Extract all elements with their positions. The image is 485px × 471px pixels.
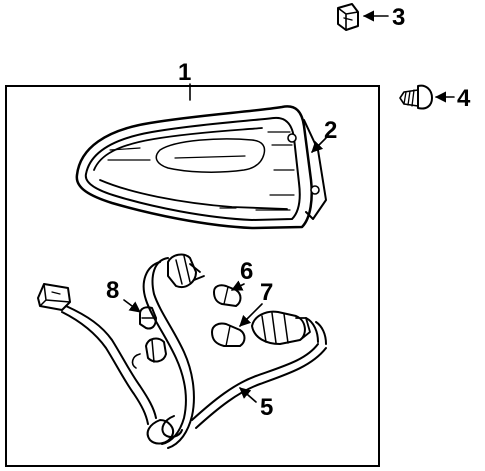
callout-1: 1 <box>178 59 191 86</box>
callout-3: 3 <box>392 4 405 31</box>
bulb-7 <box>211 322 246 347</box>
screw-hole-upper <box>287 133 297 143</box>
assembly-frame <box>5 85 380 467</box>
bulb-6 <box>213 284 242 307</box>
leader-7 <box>239 303 263 327</box>
wiring-harness <box>61 257 327 449</box>
retainer-clip <box>337 3 359 31</box>
callout-4: 4 <box>457 85 471 112</box>
callout-7: 7 <box>260 279 273 306</box>
bulb-8 <box>139 306 157 330</box>
screw-hole-lower <box>310 185 320 195</box>
callout-8: 8 <box>106 277 119 304</box>
bulb-socket-upper <box>167 253 205 288</box>
leader-6 <box>230 280 245 291</box>
leader-2 <box>311 137 327 153</box>
leader-8 <box>123 299 141 313</box>
tail-lamp-lens <box>75 105 327 230</box>
callout-2: 2 <box>324 117 337 144</box>
bulb-socket-lower <box>145 337 167 363</box>
bulb-socket-right <box>251 310 311 345</box>
callout-5: 5 <box>260 394 273 421</box>
mounting-screw <box>399 84 433 110</box>
callout-6: 6 <box>240 258 253 285</box>
harness-connector <box>37 283 71 311</box>
leader-5 <box>239 387 257 403</box>
